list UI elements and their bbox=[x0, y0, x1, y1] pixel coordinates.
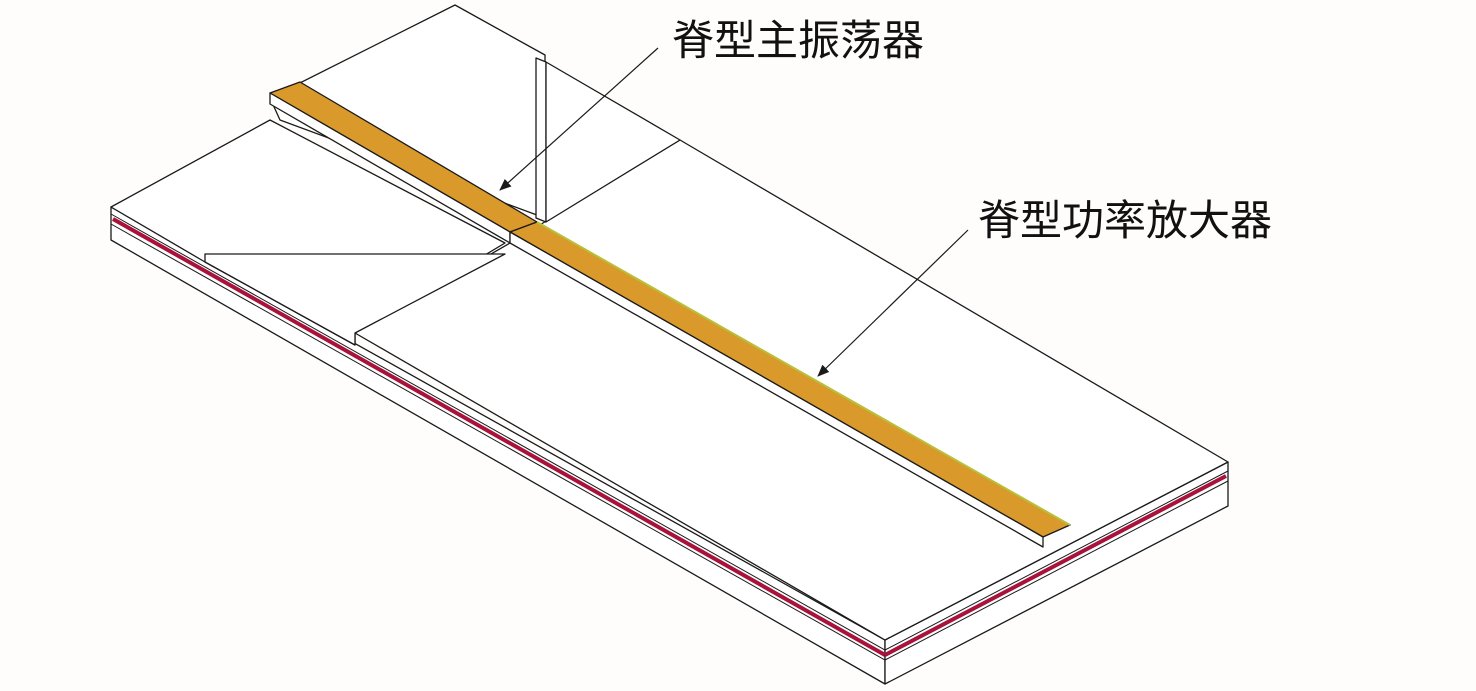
oscillator-label: 脊型主振荡器 bbox=[672, 16, 925, 65]
amplifier-ridge-side bbox=[509, 231, 1044, 548]
active-layer-front bbox=[112, 217, 886, 657]
oscillator-leader-line bbox=[499, 47, 659, 191]
right-back-block bbox=[545, 61, 681, 223]
active-layer-edge-a bbox=[110, 213, 1229, 651]
amplifier-leader-line bbox=[817, 229, 969, 377]
amplifier-ridge-edge bbox=[536, 221, 1071, 526]
active-layer-end bbox=[884, 474, 1227, 657]
taper-wedge bbox=[204, 253, 506, 346]
vertical-partition bbox=[535, 57, 547, 223]
amplifier-label: 脊型功率放大器 bbox=[978, 196, 1273, 245]
active-layer-edge-b bbox=[110, 223, 1229, 661]
